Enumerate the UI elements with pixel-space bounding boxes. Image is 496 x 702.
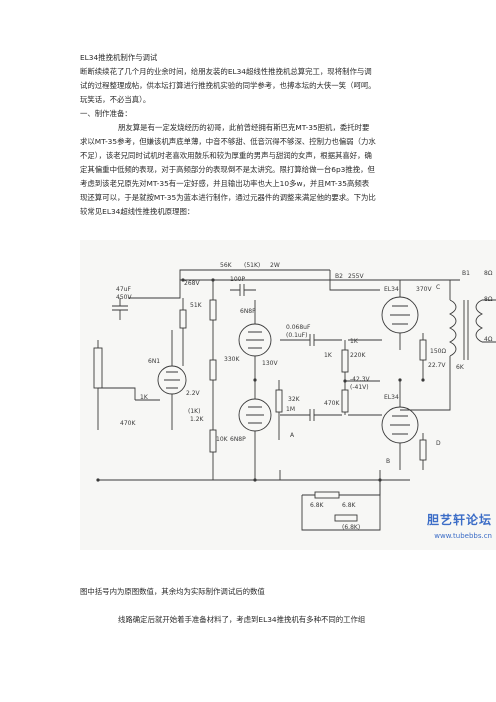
label-node-d: D	[436, 440, 441, 447]
label-6k: 6K	[456, 364, 464, 371]
label-268v: 268V	[184, 280, 200, 287]
label-1k: 1K	[140, 394, 148, 401]
intro-line-1: 断断续续花了几个月的业余时间，给朋友装的EL34超线性推挽机总算完工，现将制作与…	[80, 67, 372, 76]
label-220k: 220K	[350, 352, 366, 359]
label-coupling-cap-orig: (0.1uF)	[286, 332, 308, 339]
label-8ohm: 8Ω	[484, 296, 493, 303]
label-6-8k-orig: (6.8K)	[342, 524, 361, 531]
label-1k-paren: (1K)	[188, 408, 201, 415]
prep-line-3: 不足），该老兄同时试机时老喜欢用鼓乐和较为厚重的男声与甜润的女声，根据其喜好，确	[80, 151, 372, 160]
label-coupling-cap: 0.068uF	[286, 324, 311, 331]
prep-line-1: 朋友算是有一定发烧经历的初哥，此前曾经拥有斯巴克MT-35胆机，委托时要	[118, 123, 370, 132]
prep-line-7: 较常见EL34超线性推挽机原理图：	[80, 207, 195, 216]
prep-line-6: 现还算可以，于是就按MT-35为蓝本进行制作，通过元器件的调整来满足他的要求。下…	[80, 193, 376, 202]
section-heading: 一、制作准备：	[80, 109, 132, 118]
label-330k: 330K	[224, 356, 240, 363]
label-470k: 470K	[120, 420, 136, 427]
schematic-drawing	[93, 269, 496, 531]
label-node-a: A	[290, 432, 295, 439]
label-1m: 1M	[286, 406, 295, 413]
closing-line: 线路确定后就开始着手准备材料了，考虑到EL34推挽机有多种不同的工作组	[118, 615, 366, 624]
label-2-2v: 2.2V	[186, 390, 200, 397]
label-130v: 130V	[262, 360, 278, 367]
label-1k-grid: 1K	[350, 338, 358, 345]
label-2w: 2W	[270, 262, 280, 269]
watermark-url: www.tubebbs.cn	[434, 532, 492, 540]
label-255v: 255V	[348, 273, 364, 280]
label-1-2k: 1.2K	[190, 416, 204, 423]
watermark-logo: 胆艺轩论坛	[426, 513, 492, 527]
doc-title: EL34推挽机制作与调试	[80, 53, 158, 62]
label-b1: B1	[462, 270, 470, 277]
label-8ohm-top: 8Ω	[484, 270, 493, 277]
label-6n1: 6N1	[148, 358, 161, 365]
label-150ohm: 150Ω	[430, 348, 447, 355]
prep-line-4: 定其偏重中低频的表现，对于高频部分的表现倒不是太讲究。限打算给做一台6p3推挽，…	[80, 165, 375, 174]
label-56k: 56K	[220, 262, 232, 269]
label-el34-bottom: EL34	[384, 394, 399, 401]
label-node-c: C	[436, 284, 441, 291]
label-6n8p-top: 6N8P	[240, 308, 256, 315]
label-4ohm: 4Ω	[484, 336, 493, 343]
label-6-8k: 6.8K	[342, 502, 356, 509]
label-1k-b: 1K	[324, 352, 332, 359]
prep-line-2: 求以MT-35参考，但嫌该机声底单薄，中音不够甜、低音沉得不够深、控制力也偏弱（…	[80, 137, 376, 146]
label-6-8k-fb: 6.8K	[310, 502, 324, 509]
label-node-b: B	[386, 458, 391, 465]
schematic-figure: 47uF 450V 268V 100P 56K (51K) 2W 51K B2 …	[80, 240, 496, 550]
prep-line-5: 考虑到该老兄原先对MT-35有一定好感，并且输出功率也大上10多w，并且MT-3…	[80, 179, 370, 188]
label-10k: 10K	[216, 436, 228, 443]
intro-line-3: 玩笑话，不必当真）。	[80, 95, 151, 104]
label-b2: B2	[335, 273, 343, 280]
label-32k: 32K	[288, 396, 300, 403]
label-47uf: 47uF	[116, 286, 131, 293]
label-bias-orig: (-41V)	[350, 384, 369, 391]
figure-caption: 图中括号内为原图数值，其余均为实际制作调试后的数值	[80, 587, 265, 596]
intro-line-2: 试的过程整理成帖，供本坛打算进行推挽机实验的同学参考，也搏本坛的大侠一笑（呵呵。	[80, 81, 376, 90]
label-6n8p-bottom: 6N8P	[230, 436, 246, 443]
label-100p: 100P	[230, 276, 246, 283]
label-450v: 450V	[116, 294, 132, 301]
label-51k-paren: (51K)	[244, 262, 261, 269]
label-370v: 370V	[416, 286, 432, 293]
label-22-7v: 22.7V	[428, 362, 446, 369]
label-51k: 51K	[190, 302, 202, 309]
label-bias: -42.3V	[350, 376, 370, 383]
label-el34-top: EL34	[384, 286, 399, 293]
label-470k-b: 470K	[324, 400, 340, 407]
